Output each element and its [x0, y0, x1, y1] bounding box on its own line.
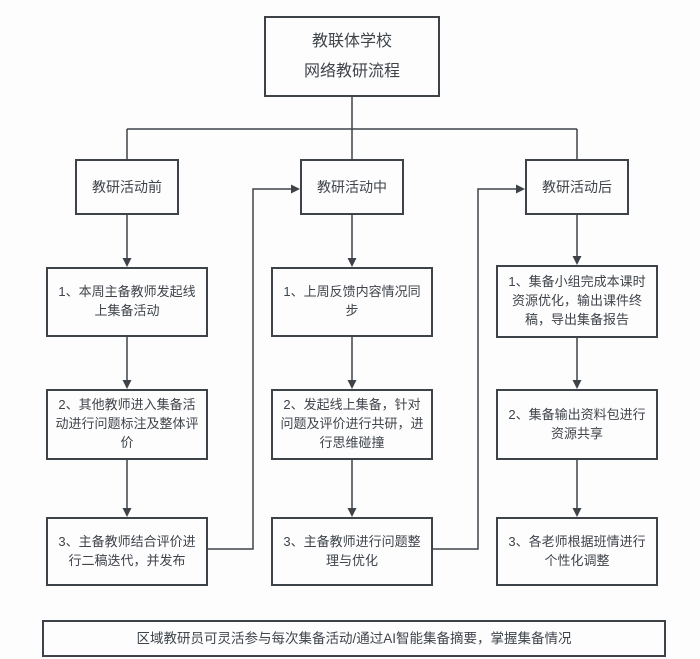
step-after-2: 2、集备输出资料包进行资源共享 — [496, 389, 658, 460]
arrowhead-right-icon — [291, 184, 300, 194]
arrowhead-down-icon — [572, 508, 582, 517]
footer-note: 区域教研员可灵活参与每次集备活动/通过AI智能集备摘要，掌握集备情况 — [42, 620, 666, 657]
step-before-2: 2、其他教师进入集备活动进行问题标注及整体评价 — [46, 389, 208, 460]
title-line-2: 网络教研流程 — [303, 62, 400, 80]
arrowhead-down-icon — [122, 508, 132, 517]
step-after-1: 1、集备小组完成本课时资源优化，输出课件终稿，导出集备报告 — [496, 265, 658, 338]
step-during-3: 3、主备教师进行问题整理与优化 — [271, 517, 433, 586]
step-during-2: 2、发起线上集备，针对问题及评价进行共研，进行思维碰撞 — [271, 389, 433, 460]
step-after-3: 3、各老师根据班情进行个性化调整 — [496, 517, 658, 586]
arrowhead-down-icon — [572, 380, 582, 389]
arrowhead-right-icon — [516, 184, 525, 194]
arrowhead-down-icon — [122, 380, 132, 389]
edge-during-step3-to-after-header — [433, 188, 516, 550]
arrowhead-down-icon — [347, 258, 357, 267]
stage-node-during: 教研活动中 — [300, 159, 404, 215]
arrowhead-down-icon — [347, 508, 357, 517]
stage-node-before: 教研活动前 — [75, 159, 179, 215]
title-line-1: 教联体学校 — [311, 32, 392, 50]
stage-node-after: 教研活动后 — [525, 159, 629, 215]
step-before-3: 3、主备教师结合评价进行二稿迭代，并发布 — [46, 517, 208, 586]
edge-before-step3-to-during-header — [208, 188, 291, 550]
step-before-1: 1、本周主备教师发起线上集备活动 — [46, 267, 208, 337]
arrowhead-down-icon — [122, 258, 132, 267]
step-during-1: 1、上周反馈内容情况同步 — [271, 267, 433, 337]
arrowhead-down-icon — [572, 256, 582, 265]
flowchart-title-node: 教联体学校 网络教研流程 — [264, 16, 440, 97]
arrowhead-down-icon — [347, 380, 357, 389]
